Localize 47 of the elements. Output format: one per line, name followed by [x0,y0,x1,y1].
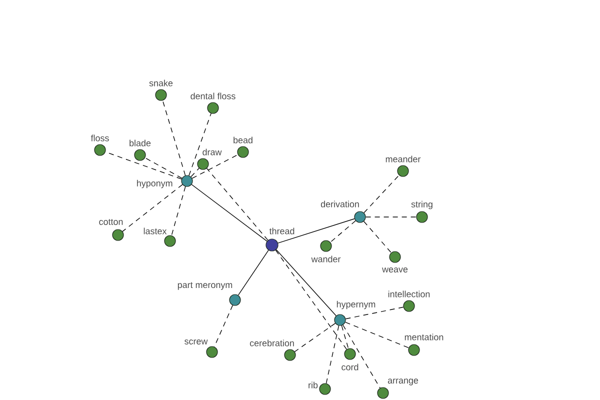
node-label: cotton [99,219,123,225]
node-label: snake [149,80,173,86]
dashed-connector-line [122,184,183,232]
node-label: bead [234,136,252,144]
node-label: hyponym [137,180,172,188]
node-label: dental floss [190,92,236,100]
node-label: cord [342,364,358,370]
node-label: wander [311,256,341,262]
dashed-connector-line [162,100,186,176]
dashed-connector-line [363,221,392,253]
node-label: weave [382,268,408,272]
dashed-connector-line [364,174,400,214]
node-label: hypernym [336,300,376,310]
dashed-connector-line [345,322,409,348]
connector-line [278,218,355,244]
node-label: meander [386,156,421,162]
node-label: part meronym [178,282,232,290]
node-label: intellection [388,290,430,298]
node-label: screw [184,340,208,344]
connector-line [191,184,268,242]
node-label: derivation [320,200,359,208]
dashed-connector-line [326,325,340,384]
dashed-connector-line [190,168,200,178]
node-label: cerebration [250,340,294,346]
dashed-connector-line [171,186,186,236]
node-label: lastex [144,228,167,234]
dashed-connector-line [342,324,380,388]
node-label: floss [90,134,109,142]
dashed-connector-line [192,154,238,179]
dashed-connector-line [275,250,347,350]
dashed-connector-line [345,306,404,320]
dashed-connector-line [365,216,417,218]
dashed-connector-line [188,113,212,176]
dashed-connector-line [206,168,268,241]
dashed-connector-line [330,220,356,243]
node-label: string [411,200,432,210]
connector-line [238,250,269,296]
node-label: blade [130,140,151,146]
dashed-connector-line [341,325,349,349]
node-label: draw [202,148,222,156]
dashed-connector-line [294,322,336,352]
dashed-connector-line [144,157,182,179]
node-label: mentation [404,334,444,340]
node-label: rib [308,382,318,388]
connector-line [276,249,336,316]
node-label: arrange [388,378,418,386]
node-label: thread [269,228,294,234]
